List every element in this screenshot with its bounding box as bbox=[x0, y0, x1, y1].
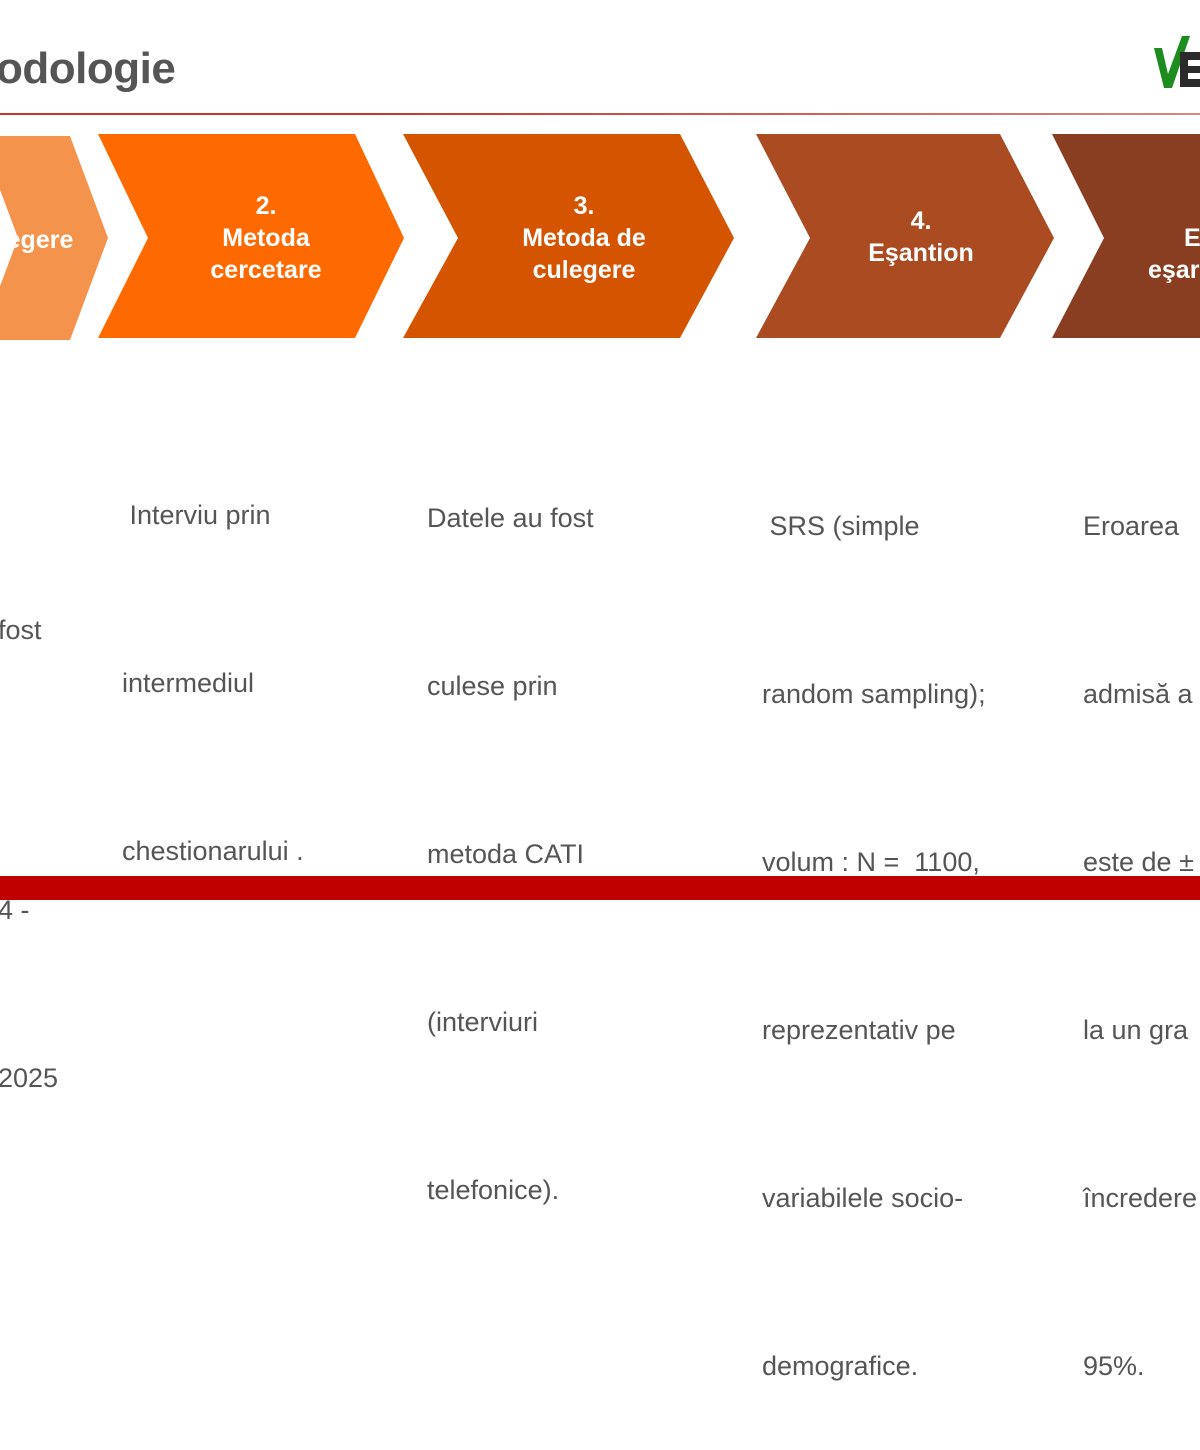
chevron-step-1 bbox=[0, 136, 108, 340]
step-3-desc-line: telefonice). bbox=[427, 1175, 560, 1205]
step-4-description: SRS (simple random sampling); volum : N … bbox=[762, 386, 986, 1450]
step-2-label: 2. Metoda cercetare bbox=[148, 190, 384, 286]
step-4-desc-line: SRS (simple bbox=[762, 511, 920, 541]
chevron-step-2 bbox=[98, 134, 404, 338]
company-logo bbox=[1152, 30, 1200, 94]
step-5-desc-line: este de ± bbox=[1083, 847, 1194, 877]
step-3-desc-line: culese prin bbox=[427, 671, 558, 701]
chevron-step-5 bbox=[1052, 134, 1200, 338]
step-5-desc-line: admisă a bbox=[1083, 679, 1193, 709]
step-1-description: fost 4 - 2025 bbox=[0, 378, 58, 1162]
step-5-desc-line: la un gra bbox=[1083, 1015, 1189, 1045]
step-2-description: Interviu prin intermediul chestionarului… bbox=[122, 375, 304, 935]
step-2-desc-line: chestionarului . bbox=[122, 836, 304, 866]
step-4-label-line: Eşantion bbox=[868, 239, 974, 267]
step-4-desc-line: demografice. bbox=[762, 1351, 919, 1381]
step-2-desc-line: intermediul bbox=[122, 668, 255, 698]
step-3-label: 3. Metoda de culegere bbox=[458, 190, 710, 286]
step-5-desc-line: încredere bbox=[1083, 1183, 1198, 1213]
step-3-label-line: 3. bbox=[573, 192, 595, 220]
title-divider bbox=[0, 113, 1200, 115]
step-4-desc-line: reprezentativ pe bbox=[762, 1015, 956, 1045]
step-5-desc-line: Eroarea bbox=[1083, 511, 1180, 541]
step-3-desc-line: metoda CATI bbox=[427, 839, 585, 869]
process-chevrons bbox=[0, 134, 1200, 340]
step-5-desc-line: 95%. bbox=[1083, 1351, 1145, 1381]
step-4-desc-line: variabilele socio- bbox=[762, 1183, 964, 1213]
step-1-label-line: egere bbox=[6, 226, 74, 254]
step-4-label: 4. Eşantion bbox=[810, 205, 1032, 269]
chevron-step-3 bbox=[403, 134, 734, 338]
step-2-label-line: cercetare bbox=[210, 256, 322, 284]
step-2-label-line: 2. bbox=[255, 192, 277, 220]
step-5-description: Eroarea admisă a este de ± la un gra înc… bbox=[1083, 386, 1197, 1450]
step-4-desc-line: random sampling); bbox=[762, 679, 986, 709]
step-4-label-line: 4. bbox=[910, 207, 932, 235]
step-5-label-line: E bbox=[1184, 224, 1200, 252]
step-5-label: E eşar bbox=[1148, 222, 1200, 286]
chevron-step-4 bbox=[756, 134, 1054, 338]
step-5-label-line: eşar bbox=[1148, 256, 1200, 284]
footer-bar bbox=[0, 876, 1200, 900]
step-3-desc-line: Datele au fost bbox=[427, 503, 594, 533]
step-3-desc-line: (interviuri bbox=[427, 1007, 539, 1037]
step-3-label-line: Metoda de bbox=[522, 224, 646, 252]
step-1-desc-line: fost bbox=[0, 615, 42, 645]
step-4-desc-line: volum : N = 1100, bbox=[762, 847, 980, 877]
slide-title: odologie bbox=[0, 44, 176, 93]
step-2-desc-line: Interviu prin bbox=[122, 500, 271, 530]
step-2-label-line: Metoda bbox=[222, 224, 310, 252]
step-3-description: Datele au fost culese prin metoda CATI (… bbox=[427, 378, 594, 1274]
step-1-desc-line: 2025 bbox=[0, 1063, 59, 1093]
step-1-label: egere bbox=[0, 224, 110, 256]
step-3-label-line: culegere bbox=[532, 256, 636, 284]
